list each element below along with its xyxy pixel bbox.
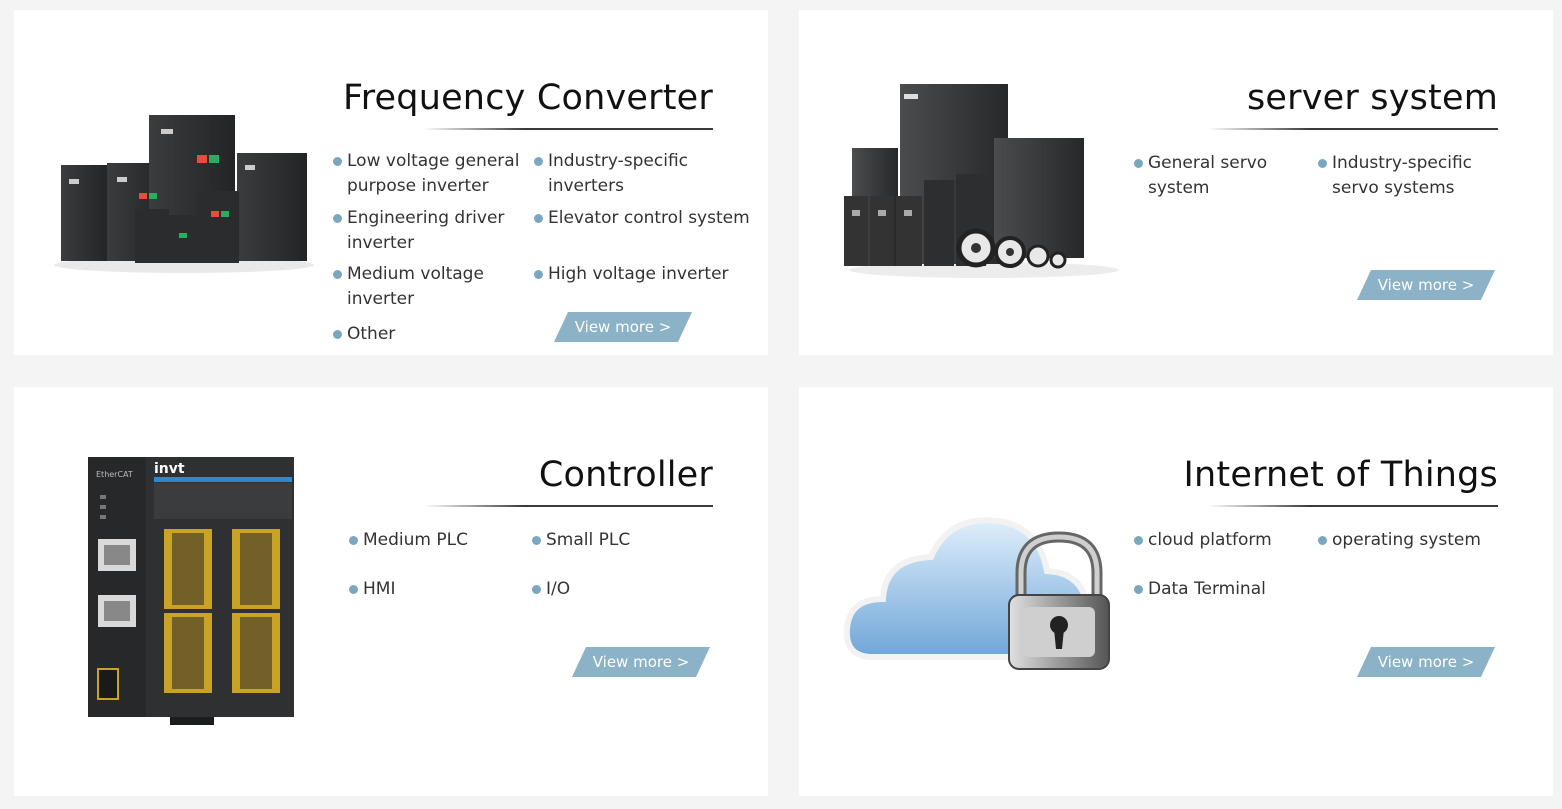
- view-more-button[interactable]: View more >: [1357, 270, 1495, 300]
- list-item[interactable]: Medium PLC: [349, 528, 523, 553]
- bullet-icon: [1318, 536, 1327, 545]
- list-item[interactable]: cloud platform: [1134, 528, 1308, 553]
- bullet-icon: [333, 157, 342, 166]
- cloud-lock-image[interactable]: [843, 507, 1113, 677]
- bullet-icon: [1134, 159, 1143, 168]
- bullet-icon: [1134, 536, 1143, 545]
- invt-logo-text: invt: [154, 461, 185, 477]
- list-item[interactable]: High voltage inverter: [534, 262, 763, 287]
- bullet-icon: [534, 270, 543, 279]
- title-divider: [1208, 128, 1498, 130]
- title-divider: [423, 128, 713, 130]
- bullet-icon: [333, 330, 342, 339]
- product-card-controller: EtherCAT invt Controller Medium PLC Smal…: [14, 387, 768, 796]
- bullet-icon: [1134, 585, 1143, 594]
- list-item[interactable]: General servo system: [1134, 151, 1308, 201]
- controller-image[interactable]: EtherCAT invt: [86, 455, 298, 727]
- ethercat-label: EtherCAT: [96, 470, 133, 479]
- view-more-button[interactable]: View more >: [1357, 647, 1495, 677]
- list-item[interactable]: Low voltage general purpose inverter: [333, 149, 527, 199]
- list-item[interactable]: I/O: [532, 577, 726, 602]
- title-divider: [1208, 505, 1498, 507]
- bullet-icon: [333, 270, 342, 279]
- bullet-icon: [532, 536, 541, 545]
- bullet-icon: [1318, 159, 1327, 168]
- title-divider: [423, 505, 713, 507]
- bullet-icon: [534, 157, 543, 166]
- list-item[interactable]: Engineering driver inverter: [333, 206, 527, 256]
- list-item[interactable]: operating system: [1318, 528, 1512, 553]
- bullet-icon: [532, 585, 541, 594]
- card-title: Internet of Things: [1183, 455, 1498, 495]
- bullet-icon: [349, 536, 358, 545]
- list-item[interactable]: HMI: [349, 577, 523, 602]
- list-item[interactable]: Data Terminal: [1134, 577, 1308, 602]
- bullet-icon: [333, 214, 342, 223]
- list-item[interactable]: Small PLC: [532, 528, 726, 553]
- product-card-server-system: server system General servo system Indus…: [799, 10, 1553, 355]
- view-more-button[interactable]: View more >: [554, 312, 692, 342]
- list-item[interactable]: Medium voltage inverter: [333, 262, 527, 312]
- servo-system-image[interactable]: [844, 80, 1119, 280]
- product-card-internet-of-things: Internet of Things cloud platform operat…: [799, 387, 1553, 796]
- card-title: server system: [1246, 78, 1498, 118]
- list-item[interactable]: Industry-specific inverters: [534, 149, 763, 199]
- product-card-frequency-converter: Frequency Converter Low voltage general …: [14, 10, 768, 355]
- frequency-converter-image[interactable]: [49, 105, 319, 275]
- list-item[interactable]: Other: [333, 322, 527, 347]
- bullet-icon: [349, 585, 358, 594]
- card-title: Controller: [538, 455, 713, 495]
- list-item[interactable]: Elevator control system: [534, 206, 763, 231]
- card-title: Frequency Converter: [342, 78, 713, 118]
- bullet-icon: [534, 214, 543, 223]
- view-more-button[interactable]: View more >: [572, 647, 710, 677]
- list-item[interactable]: Industry-specific servo systems: [1318, 151, 1512, 201]
